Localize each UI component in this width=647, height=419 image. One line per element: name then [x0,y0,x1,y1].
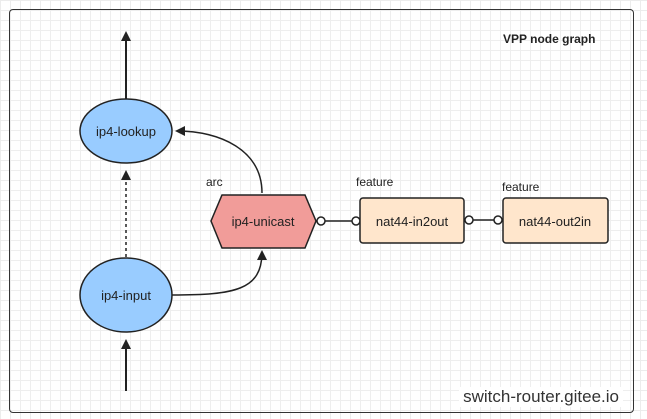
node-ip4-input-label: ip4-input [101,288,151,303]
node-ip4-lookup [79,98,173,164]
node-nat44-out2in-label: nat44-out2in [519,214,591,229]
node-ip4-unicast [210,194,317,249]
port-unicast-out [316,216,326,226]
watermark: switch-router.gitee.io [459,387,623,407]
feature-label-1: feature [356,175,394,189]
feature-label-2: feature [502,180,540,194]
edge-unicast-to-lookup [175,126,263,194]
port-in2out-in [351,216,361,226]
arc-label: arc [206,175,223,189]
port-out2in-in [493,215,503,225]
node-nat44-out2in [502,197,609,244]
node-ip4-unicast-label: ip4-unicast [232,214,295,229]
port-in2out-out [464,215,474,225]
node-nat44-in2out [359,197,465,244]
diagram-title: VPP node graph [503,32,595,46]
node-nat44-in2out-label: nat44-in2out [376,214,449,229]
node-ip4-lookup-label: ip4-lookup [96,124,156,139]
edge-input-to-unicast [171,250,267,296]
node-ip4-input [79,257,173,333]
